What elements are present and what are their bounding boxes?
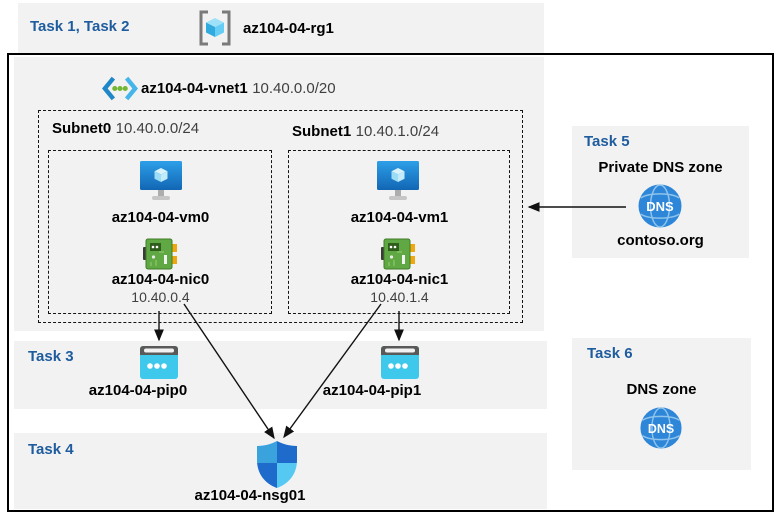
- task5-title: Private DNS zone: [598, 159, 723, 176]
- public-ip-icon-pip0: [140, 346, 178, 379]
- dns-globe-icon-private: DNS: [638, 184, 682, 228]
- task5-zone-name: contoso.org: [617, 232, 704, 249]
- nic0-ip: 10.40.0.4: [131, 289, 190, 305]
- task3-band: [14, 341, 547, 409]
- task6-title: DNS zone: [626, 381, 697, 398]
- task12-label: Task 1, Task 2: [30, 18, 130, 35]
- task3-label: Task 3: [28, 348, 74, 365]
- vm0-name: az104-04-vm0: [111, 209, 210, 226]
- subnets-container: [38, 110, 523, 323]
- task12-band: [18, 3, 544, 53]
- virtual-machine-icon-vm0: [140, 161, 182, 200]
- nic1-name: az104-04-nic1: [350, 271, 449, 288]
- task6-box: Task 6 DNS zone DNS: [572, 338, 751, 470]
- network-interface-icon-nic1: [381, 238, 415, 270]
- task5-box: Task 5 Private DNS zone DNS contoso.org: [572, 126, 749, 258]
- dns-icon-text: DNS: [648, 422, 674, 436]
- subnet0-name: Subnet0: [52, 120, 112, 137]
- dns-globe-icon-public: DNS: [640, 407, 682, 449]
- nsg-shield-icon: [257, 441, 297, 488]
- resource-group-icon: [199, 10, 231, 46]
- public-ip-icon-pip1: [381, 346, 419, 379]
- virtual-network-icon: [102, 76, 138, 101]
- task6-label: Task 6: [587, 345, 633, 362]
- vnet-title: az104-04-vnet1 10.40.0.0/20: [141, 80, 336, 98]
- nic0-name: az104-04-nic0: [111, 271, 210, 288]
- diagram-border: [7, 53, 774, 512]
- vnet-cidr: 10.40.0.0/20: [252, 80, 336, 97]
- task5-label: Task 5: [584, 133, 630, 150]
- subnet0-cidr: 10.40.0.0/24: [115, 120, 200, 137]
- vnet-region: [14, 57, 544, 331]
- nic1-ip: 10.40.1.4: [370, 289, 429, 305]
- task4-label: Task 4: [28, 441, 74, 458]
- vm1-name: az104-04-vm1: [350, 209, 449, 226]
- subnet0-box: [48, 150, 272, 314]
- pip0-name: az104-04-pip0: [88, 382, 188, 399]
- subnet1-name: Subnet1: [292, 123, 352, 140]
- nsg-name: az104-04-nsg01: [194, 487, 306, 504]
- subnet1-cidr: 10.40.1.0/24: [355, 123, 440, 140]
- subnet0-title: Subnet0 10.40.0.0/24: [52, 120, 199, 138]
- vnet-name: az104-04-vnet1: [141, 80, 248, 97]
- network-interface-icon-nic0: [143, 238, 177, 270]
- resource-group-name: az104-04-rg1: [243, 20, 334, 37]
- dns-icon-text: DNS: [646, 199, 674, 214]
- virtual-machine-icon-vm1: [377, 161, 419, 200]
- pip1-name: az104-04-pip1: [322, 382, 422, 399]
- subnet1-title: Subnet1 10.40.1.0/24: [292, 123, 439, 141]
